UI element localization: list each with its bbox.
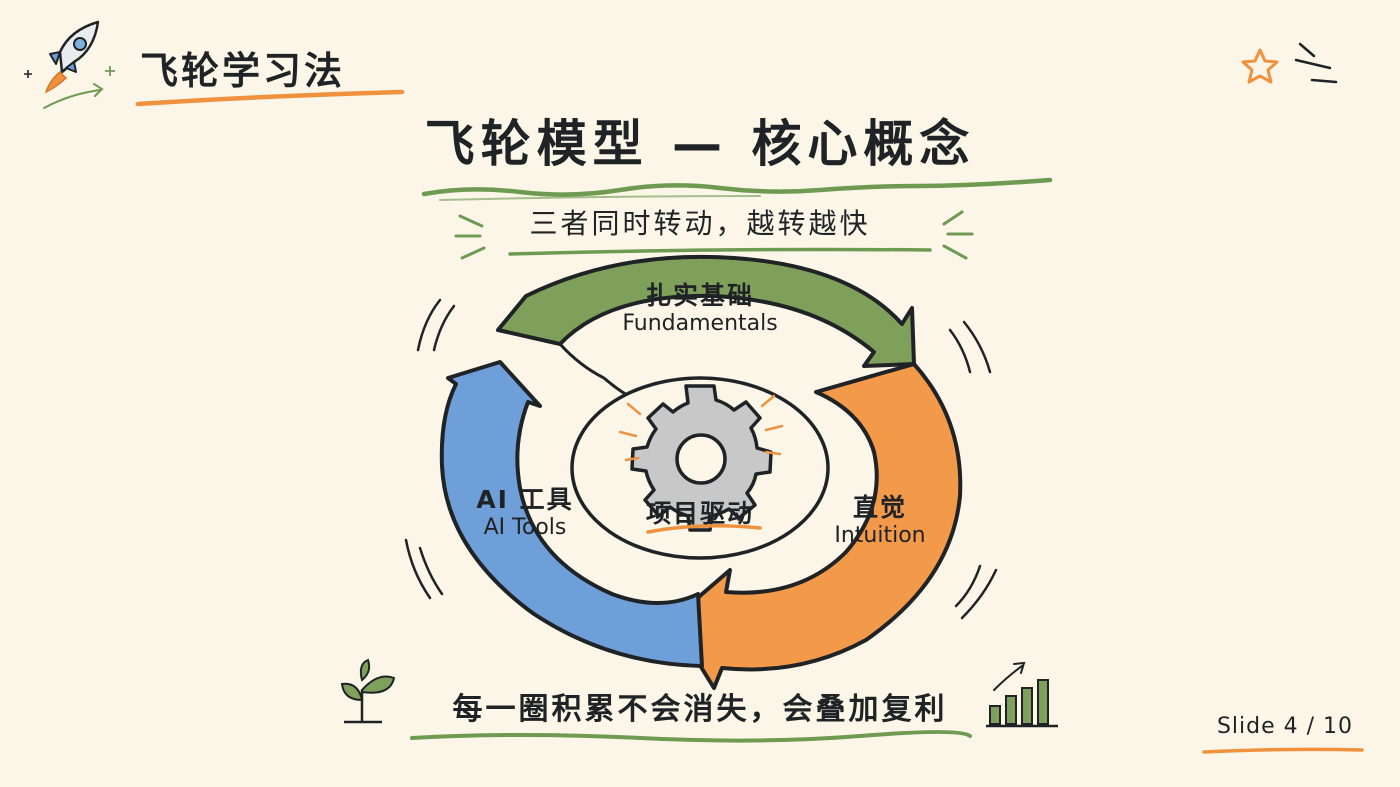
segment-intuition-arrow xyxy=(670,362,963,690)
segment-fundamentals-label: 扎实基础 Fundamentals xyxy=(520,281,880,336)
segment-intuition-label: 直觉 Intuition xyxy=(780,493,980,548)
brand-underline xyxy=(135,89,405,107)
star-icon xyxy=(1241,42,1338,84)
subtitle: 三者同时转动，越转越快 xyxy=(529,207,871,240)
gear-icon xyxy=(618,384,784,532)
sprout-icon xyxy=(340,658,396,724)
segment-fundamentals-cn: 扎实基础 xyxy=(645,281,754,310)
segment-aitools-en: AI Tools xyxy=(483,514,567,540)
footer-text: 每一圈积累不会消失，会叠加复利 xyxy=(452,692,948,727)
segment-aitools-label: AI 工具 AI Tools xyxy=(420,485,630,540)
segment-aitools-cn: AI 工具 xyxy=(476,485,574,514)
title-underline xyxy=(421,177,1053,197)
hub-underline xyxy=(646,524,762,534)
segment-intuition-cn: 直觉 xyxy=(852,493,907,522)
segment-aitools-arrow xyxy=(439,360,704,668)
subtitle-accent-left xyxy=(454,214,486,260)
segment-intuition-en: Intuition xyxy=(834,522,926,548)
subtitle-accent-right xyxy=(942,210,974,260)
growth-chart-icon xyxy=(986,661,1058,728)
subtitle-underline xyxy=(508,247,932,256)
segment-fundamentals-arrow xyxy=(496,254,916,368)
footer-underline xyxy=(410,730,972,743)
slide-indicator: Slide 4 / 10 xyxy=(1216,714,1354,739)
segment-fundamentals-en: Fundamentals xyxy=(622,310,778,336)
motion-lines xyxy=(404,298,998,620)
slide-indicator-underline xyxy=(1202,747,1364,754)
brand-title: 飞轮学习法 xyxy=(140,49,346,93)
hub-label: 项目驱动 xyxy=(645,499,754,528)
rocket-icon xyxy=(24,20,115,109)
page-title: 飞轮模型 — 核心概念 xyxy=(424,115,976,173)
